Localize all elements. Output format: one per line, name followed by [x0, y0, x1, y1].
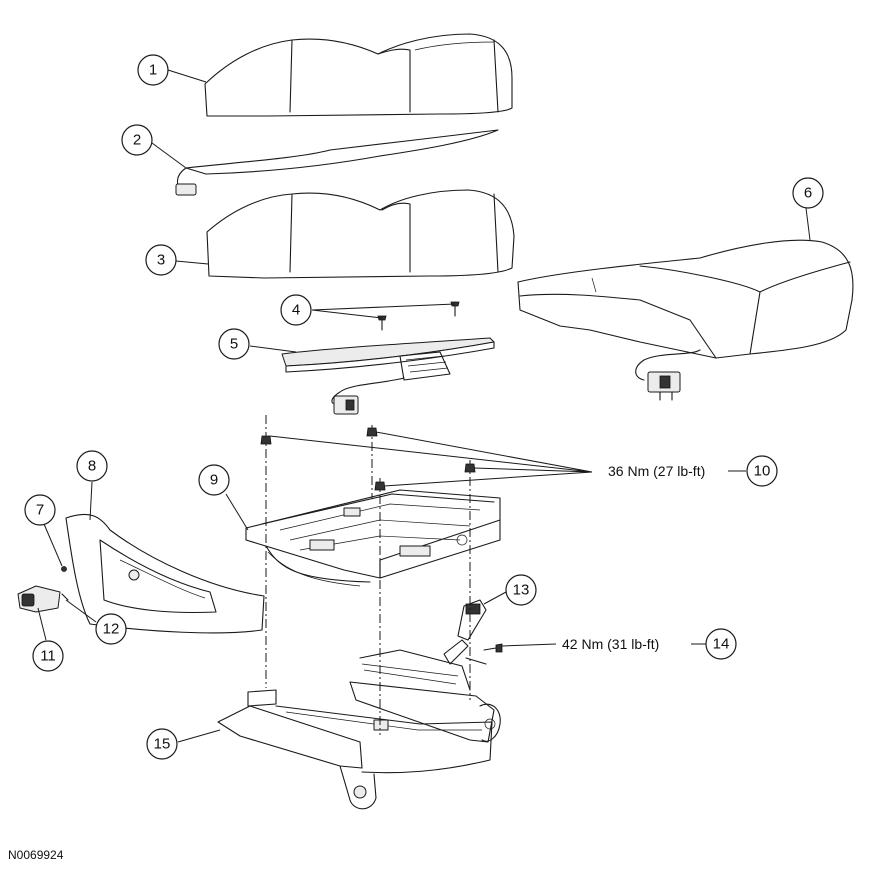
callout-label: 10 — [754, 463, 771, 480]
callout-label: 1 — [149, 62, 157, 79]
part-10-nuts — [260, 427, 476, 491]
part-15-seat-track — [217, 649, 501, 810]
part-1-cushion-cover — [204, 33, 513, 117]
callout-label: 2 — [133, 132, 141, 149]
callout-label: 3 — [157, 252, 165, 269]
callout-9: 9 — [198, 464, 230, 496]
part-5-occupant-sensor — [281, 337, 495, 415]
part-4-screws — [377, 301, 460, 331]
part-8-side-shield — [65, 513, 265, 634]
callout-label: 9 — [210, 472, 218, 489]
callout-label: 12 — [103, 621, 120, 638]
callout-5: 5 — [218, 328, 250, 360]
callout-3: 3 — [145, 244, 177, 276]
callout-14: 14 — [705, 628, 737, 660]
part-2-heating-mat — [175, 129, 499, 196]
callout-label: 5 — [230, 336, 238, 353]
callout-label: 15 — [154, 736, 171, 753]
part-13-belt-buckle — [443, 599, 487, 665]
torque-label-10: 36 Nm (27 lb-ft) — [608, 463, 705, 479]
part-14-bolt — [465, 643, 503, 665]
part-7-clip — [61, 566, 67, 572]
alignment-lines — [265, 415, 471, 735]
callout-label: 4 — [292, 302, 300, 319]
callout-15: 15 — [146, 728, 178, 760]
callout-4: 4 — [280, 294, 312, 326]
callout-label: 7 — [36, 502, 44, 519]
callout-12: 12 — [95, 613, 127, 645]
part-3-cushion-pad — [206, 189, 515, 279]
part-6-seat-cushion-assembly — [517, 239, 854, 401]
callout-label: 11 — [40, 648, 56, 665]
callout-label: 8 — [88, 458, 96, 475]
connector-icon — [175, 183, 197, 196]
callout-label: 14 — [713, 636, 730, 653]
callout-8: 8 — [76, 450, 108, 482]
callout-label: 6 — [804, 185, 812, 202]
torque-label-14: 42 Nm (31 lb-ft) — [562, 636, 659, 652]
callout-1: 1 — [137, 54, 169, 86]
callout-2: 2 — [121, 124, 153, 156]
part-11-switch — [17, 585, 61, 613]
callout-11: 11 — [32, 640, 64, 672]
leader-lines — [37, 69, 811, 743]
callout-label: 13 — [513, 582, 530, 599]
part-12-screw — [61, 593, 69, 601]
callout-10: 10 — [746, 455, 778, 487]
part-9-seat-frame — [245, 489, 501, 587]
callout-7: 7 — [24, 494, 56, 526]
callout-6: 6 — [792, 177, 824, 209]
figure-id: N0069924 — [8, 848, 64, 862]
callout-13: 13 — [505, 574, 537, 606]
